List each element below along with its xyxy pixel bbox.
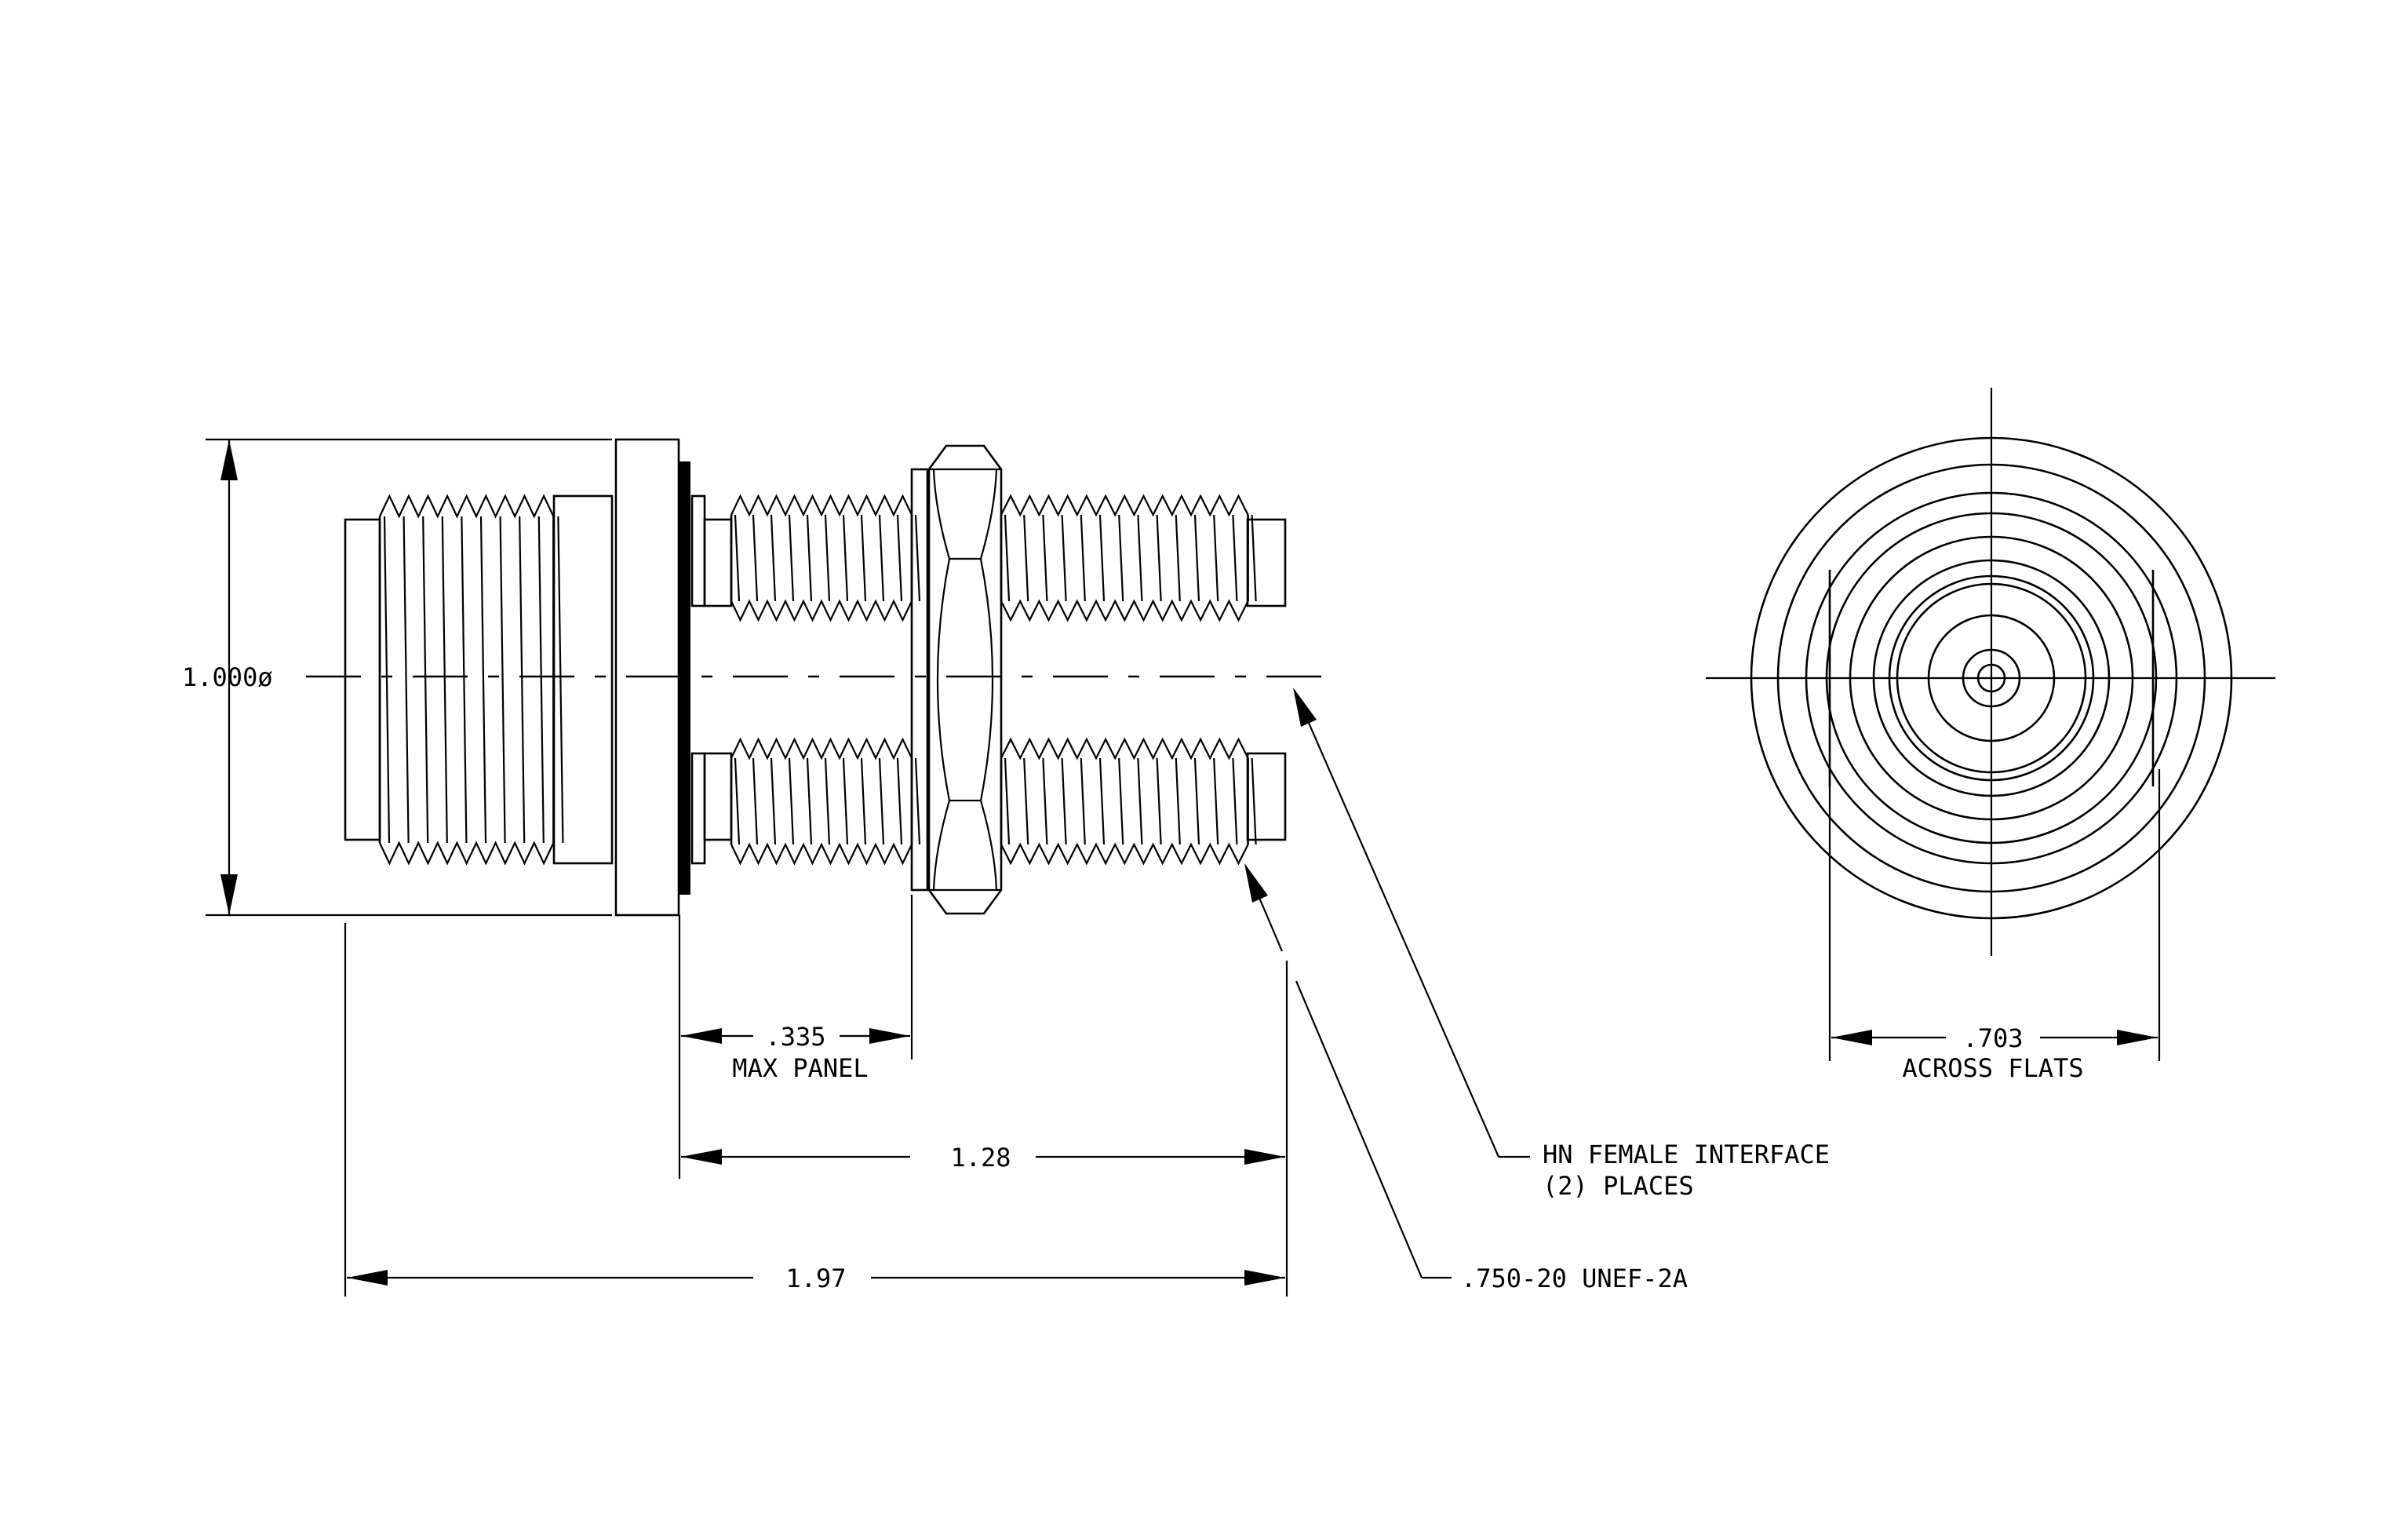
diameter-dimension: 1.000ø	[182, 438, 612, 917]
panel-gasket	[679, 461, 690, 895]
left-coupling-body	[344, 518, 381, 841]
rear-collar-upper	[703, 518, 733, 607]
interface-callout-line1: HN FEMALE INTERFACE	[1543, 1140, 1830, 1169]
interface-inner-circle	[1896, 582, 2087, 774]
interface-outer-circle	[1888, 574, 2095, 782]
interface-leader: HN FEMALE INTERFACE (2) PLACES	[1293, 688, 1830, 1201]
overall-length-label: 1.97	[785, 1264, 846, 1293]
side-view: 1.000ø .335 MAX PANEL 1.28	[182, 438, 1830, 1297]
mounting-flange	[614, 438, 680, 917]
end-view: .703 ACROSS FLATS	[1706, 388, 2275, 1083]
hex-nut	[927, 444, 1003, 915]
outer-flange-circle	[1750, 436, 2233, 920]
thread-minor-circle	[1872, 559, 2111, 797]
rear-collar-lower	[703, 752, 733, 841]
panel-dimension: .335 MAX PANEL	[681, 1022, 910, 1083]
rear-stub-upper	[690, 494, 706, 607]
thread-leader: .750-20 UNEF-2A	[1244, 863, 1688, 1293]
front-thread-lower	[1000, 737, 1257, 866]
hex-corner-circle	[1825, 512, 2158, 844]
rear-stub-lower	[690, 752, 706, 865]
panel-dim-caption: MAX PANEL	[732, 1053, 868, 1083]
left-coupling-thread	[378, 494, 564, 866]
coupling-outer-circle	[1776, 463, 2206, 893]
rear-thread-lower	[730, 737, 921, 866]
dielectric-circle	[1927, 614, 2056, 742]
coupling-inner-circle	[1805, 491, 2178, 865]
across-flats-caption: ACROSS FLATS	[1902, 1053, 2083, 1083]
thread-major-circle	[1849, 535, 2134, 821]
panel-dim-value: .335	[765, 1022, 825, 1052]
mid-length-label: 1.28	[950, 1143, 1011, 1173]
mid-length-dimension: 1.28	[681, 1143, 1285, 1173]
overall-length-dimension: 1.97	[347, 1264, 1285, 1293]
contact-outer-circle	[1962, 648, 2021, 708]
across-flats-dimension: .703 ACROSS FLATS	[1828, 769, 2161, 1083]
front-tip-lower	[1246, 752, 1287, 841]
contact-inner-circle	[1976, 663, 2006, 693]
lock-washer	[910, 468, 929, 892]
across-flats-value: .703	[1962, 1023, 2023, 1053]
diameter-label: 1.000ø	[182, 662, 273, 692]
thread-callout: .750-20 UNEF-2A	[1461, 1264, 1688, 1293]
front-tip-upper	[1246, 518, 1287, 607]
interface-callout-line2: (2) PLACES	[1543, 1171, 1694, 1201]
front-thread-upper	[1000, 494, 1257, 622]
rear-thread-upper	[730, 494, 921, 622]
